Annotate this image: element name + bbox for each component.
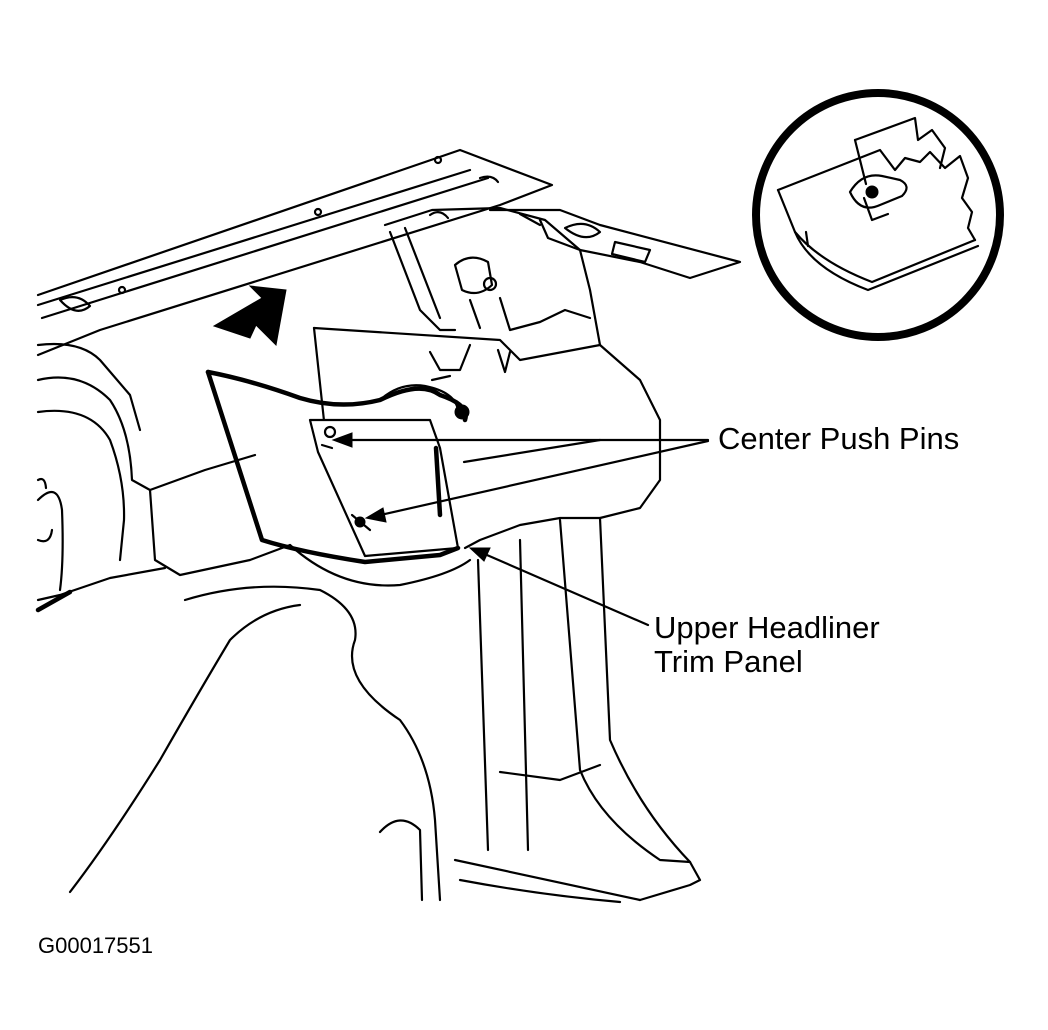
callout-panel-line2: Trim Panel <box>654 644 803 679</box>
upper-headliner-trim-panel <box>205 369 470 565</box>
rear-bracket <box>488 208 742 280</box>
direction-arrow-icon <box>212 285 287 347</box>
callout-panel-line1: Upper Headliner <box>654 610 880 645</box>
push-pin-detail-inset <box>752 89 1004 341</box>
pillar-inner-panel <box>312 326 662 550</box>
figure-id: G00017551 <box>38 933 153 958</box>
roof-rail <box>36 148 554 357</box>
body-side <box>35 342 292 613</box>
callout-leaders <box>331 432 710 627</box>
callout-center-push-pins: Center Push Pins <box>718 421 960 456</box>
lower-pillar <box>68 516 702 904</box>
pillar-body <box>383 206 602 347</box>
callout-upper-headliner-trim-panel: Upper Headliner Trim Panel <box>654 611 880 679</box>
